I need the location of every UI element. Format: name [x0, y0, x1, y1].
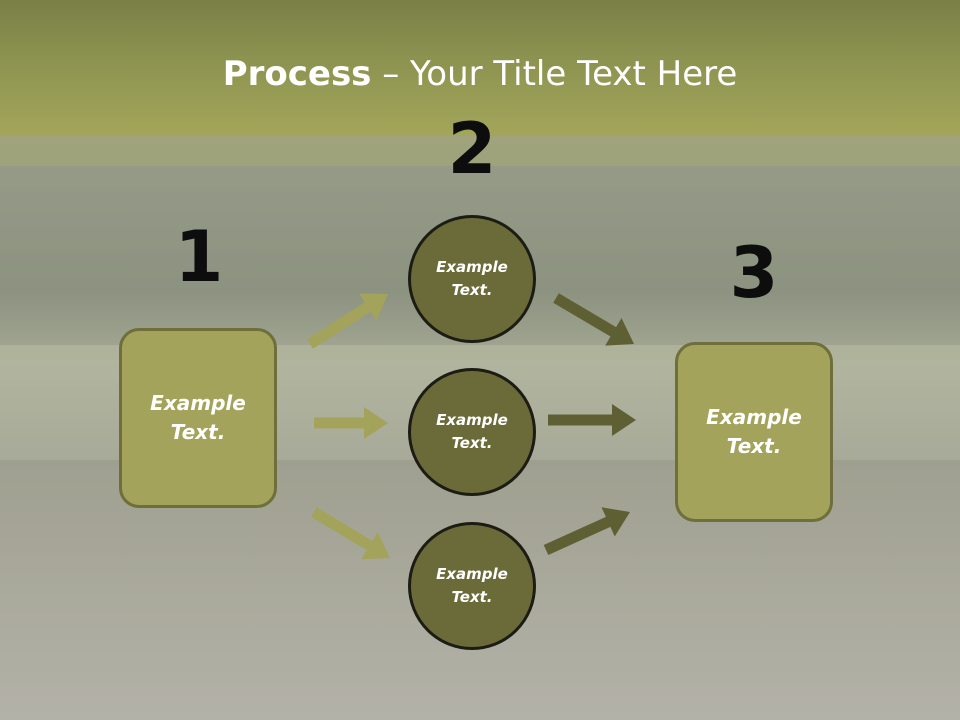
title-bold: Process: [222, 54, 372, 94]
step-number-3: 3: [729, 232, 779, 314]
step-3-label: Example Text.: [706, 405, 802, 458]
step-1-label: Example Text.: [150, 391, 246, 444]
circle-middle-label: Example Text.: [436, 411, 508, 452]
arrow-to-bottom-circle: [311, 507, 390, 560]
step-number-1: 1: [174, 216, 224, 298]
arrow-from-top-circle: [553, 293, 634, 346]
arrow-to-middle-circle: [314, 407, 388, 439]
circle-top-label: Example Text.: [436, 258, 508, 299]
step-3-box[interactable]: Example Text.: [675, 342, 833, 522]
circle-middle[interactable]: Example Text.: [408, 368, 536, 496]
arrow-to-top-circle: [307, 293, 388, 349]
banner-strip: [0, 136, 960, 166]
step-1-box[interactable]: Example Text.: [119, 328, 277, 508]
arrow-from-bottom-circle: [543, 507, 630, 555]
title-banner: [0, 0, 960, 136]
circle-bottom[interactable]: Example Text.: [408, 522, 536, 650]
circle-top[interactable]: Example Text.: [408, 215, 536, 343]
circle-bottom-label: Example Text.: [436, 565, 508, 606]
step-number-2: 2: [447, 108, 497, 190]
title-rest: – Your Title Text Here: [371, 54, 738, 94]
arrow-from-middle-circle: [548, 404, 636, 436]
slide-title[interactable]: Process – Your Title Text Here: [0, 52, 960, 96]
